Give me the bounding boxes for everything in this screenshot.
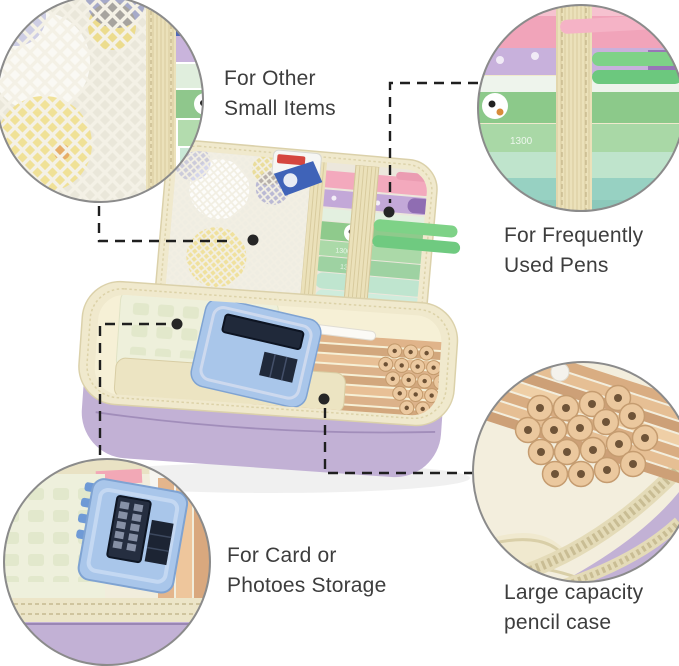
pen-marking-text: 1300 xyxy=(335,247,351,255)
mesh-zoom xyxy=(0,0,156,202)
label-line: Photoes Storage xyxy=(227,574,387,597)
label-line: For Frequently xyxy=(504,224,644,247)
label-for-card-or-photoes-storage: For Card or Photoes Storage xyxy=(227,541,386,601)
green-pen-zoom xyxy=(592,70,679,84)
calculator-screen xyxy=(221,313,305,351)
pencil-case-photo: 1300 1300 1300 xyxy=(74,140,470,493)
callout-pencils xyxy=(472,361,679,583)
anchor-dot-pocket xyxy=(171,318,183,330)
calculator xyxy=(190,297,322,408)
callout-ring xyxy=(477,4,679,212)
callout-ring xyxy=(472,361,679,583)
case-tray xyxy=(78,280,459,478)
callout-calculator-pocket xyxy=(3,458,211,666)
connector-dashed-line-pencils xyxy=(323,408,489,475)
connector-dashed-line-mesh xyxy=(97,206,232,243)
label-line: Used Pens xyxy=(504,254,609,277)
callout-ring xyxy=(0,0,204,203)
green-pen-zoom xyxy=(592,52,679,66)
callout-pens-strap: 1300 xyxy=(477,4,679,212)
label-for-other-small-items: For Other Small Items xyxy=(224,64,336,124)
correction-tape xyxy=(271,149,323,196)
label-line: Small Items xyxy=(224,97,336,120)
connector-lines xyxy=(97,81,489,475)
label-large-capacity-pencil-case: Large capacity pencil case xyxy=(504,578,643,638)
calculator-zoom xyxy=(76,478,189,594)
frequent-use-pens xyxy=(372,219,461,254)
pen-elastic-strap xyxy=(340,164,380,335)
connector-dashed-line-pens xyxy=(388,81,478,203)
label-for-frequently-used-pens: For Frequently Used Pens xyxy=(504,221,643,281)
mesh-edge-strap xyxy=(297,161,328,326)
anchor-dot-mesh xyxy=(247,234,259,246)
case-lid: 1300 1300 1300 xyxy=(154,140,461,344)
pen-marking-text: 1300 xyxy=(510,136,533,147)
anchor-dot-pens xyxy=(383,206,395,218)
label-line: For Other xyxy=(224,67,316,90)
connector-dashed-line-pocket xyxy=(98,322,166,456)
label-line: For Card or xyxy=(227,544,337,567)
calculator-solar-panel xyxy=(259,351,298,383)
callout-ring xyxy=(3,458,211,666)
label-line: Large capacity xyxy=(504,581,644,604)
anchor-dot-pencils xyxy=(318,393,330,405)
label-line: pencil case xyxy=(504,611,612,634)
anchor-dots xyxy=(171,206,395,405)
